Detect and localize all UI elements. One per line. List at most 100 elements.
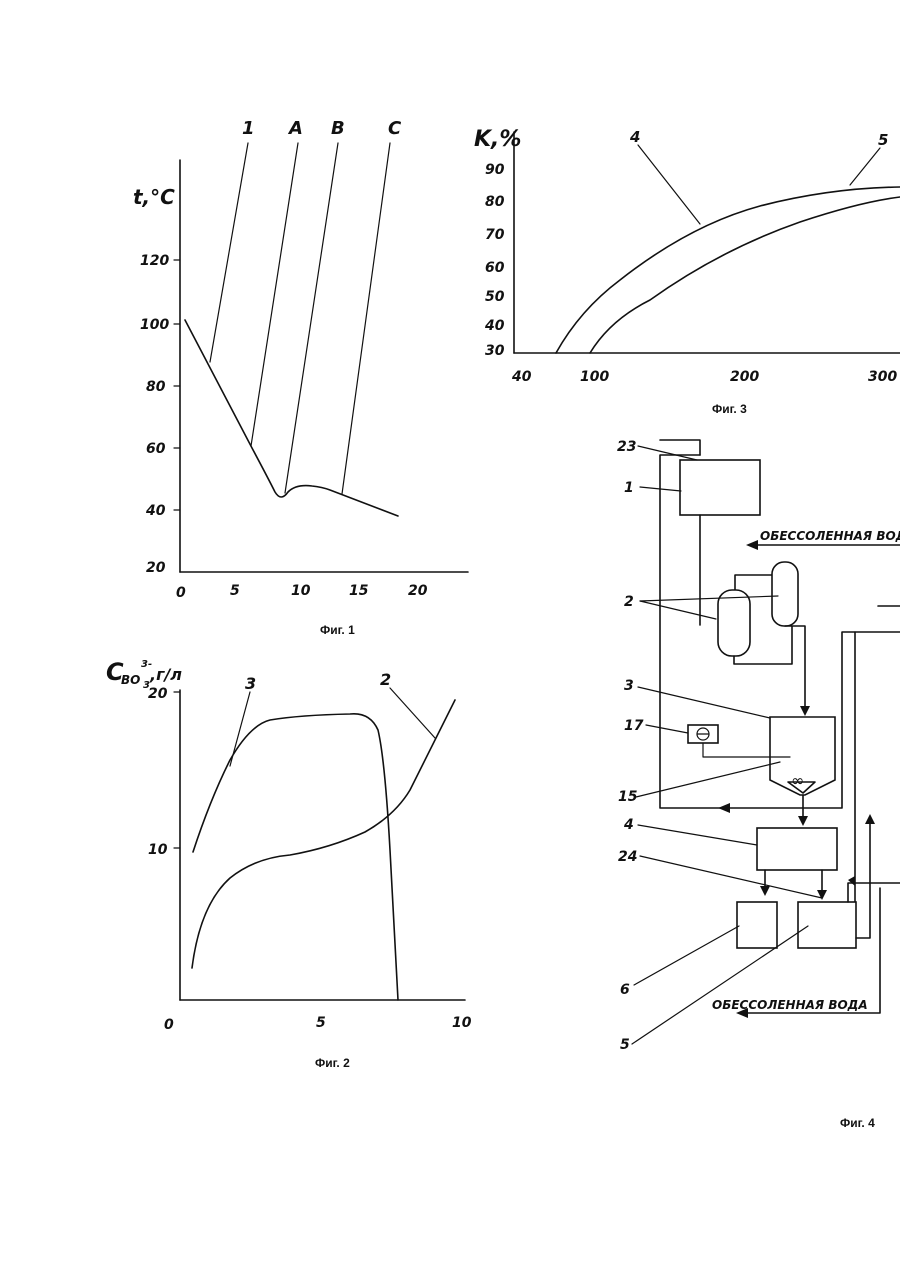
fig3-y-tick-label: 60 (485, 260, 505, 276)
fig4-leader-23 (638, 446, 697, 460)
fig4-arrow-left-to-5 (848, 876, 855, 886)
fig3-x-tick-label: 300 (868, 369, 897, 385)
fig3-curve-4 (556, 187, 900, 353)
fig4-water-label-bottom: ОБЕССОЛЕННАЯ ВОДА (712, 998, 868, 1012)
fig4-leader-5 (632, 926, 808, 1044)
fig4-callout-label: 6 (620, 982, 630, 998)
fig2-y-tick-label: 10 (148, 842, 168, 858)
fig3-x-tick-label: 100 (580, 369, 609, 385)
fig3-leader-4 (638, 145, 700, 224)
fig1-leader-A (251, 143, 298, 446)
fig4-callout-label: 4 (623, 817, 634, 833)
fig1-y-tick-label: 120 (140, 253, 169, 269)
fig3-caption: Фиг. 3 (712, 402, 747, 416)
fig3-y-tick-label: 40 (484, 318, 505, 334)
fig1-x-tick-label: 20 (408, 583, 428, 599)
fig2-x-tick-label: 5 (316, 1015, 326, 1031)
fig4-leader-6 (634, 926, 739, 985)
fig1-x-tick-label: 15 (349, 583, 369, 599)
fig2-curve-label: 2 (380, 670, 391, 689)
fig4-callout-label: 24 (618, 849, 637, 865)
fig3-y-tick-label: 80 (485, 194, 505, 210)
fig1-x-ticks: 0 5 10 15 20 (176, 583, 428, 601)
fig2-leader-3 (230, 692, 250, 766)
fig2-caption: Фиг. 2 (315, 1056, 350, 1070)
fig1-y-tick-label: 60 (146, 441, 166, 457)
fig1-caption: Фиг. 1 (320, 623, 355, 637)
fig3-curve-5 (590, 197, 900, 353)
fig2-x-tick-label: 10 (452, 1015, 472, 1031)
fig2-y-tick-label: 20 (148, 686, 168, 702)
fig3-curve-label: 5 (878, 131, 888, 149)
fig1-x-tick-label: 5 (230, 583, 240, 599)
fig1-y-axis-label: t,°C (133, 185, 175, 209)
fig1-leader-B (285, 143, 338, 493)
fig4-leader-4 (638, 825, 757, 845)
fig3-y-tick-label: 50 (485, 289, 505, 305)
fig1-temperature-curve (185, 320, 398, 516)
fig1-leader-C (342, 143, 390, 494)
fig1-curve-label: A (287, 118, 303, 139)
fig3-x-ticks: 40 100 200 300 (511, 369, 897, 385)
fig4-callout-label: 2 (624, 594, 634, 610)
fig4-line-5-up (856, 820, 870, 938)
fig1-x-tick-label: 0 (176, 585, 186, 601)
fig4-arrow-to-4 (798, 816, 808, 826)
figure-2: C BO 3 3- ,г/л 20 10 0 5 10 3 2 Фиг. 2 (106, 658, 472, 1070)
fig1-y-tick-label: 40 (145, 503, 166, 519)
figure-1: t,°C 120 100 80 60 40 20 0 5 10 15 20 1 … (133, 118, 468, 637)
fig3-curve-label: 4 (629, 128, 640, 146)
fig2-curve-label: 3 (245, 674, 256, 693)
fig4-unit-6 (737, 902, 777, 948)
fig4-arrow-to-6 (760, 886, 770, 896)
fig1-y-ticks: 120 100 80 60 40 20 (140, 253, 180, 576)
fig3-y-axis-label: K,% (474, 127, 521, 152)
fig3-y-tick-label: 30 (485, 343, 505, 359)
fig3-y-tick-label: 70 (485, 227, 505, 243)
fig4-callout-label: 3 (624, 678, 634, 694)
fig4-callout-label: 17 (624, 718, 644, 734)
fig4-caption: Фиг. 4 (840, 1116, 875, 1130)
fig4-callout-label: 1 (624, 480, 634, 496)
fig4-leader-15 (636, 762, 780, 797)
figure-3: K,% 90 80 70 60 50 40 30 40 100 200 300 … (474, 127, 900, 416)
fig4-unit-5 (798, 902, 856, 948)
fig4-leader-3 (638, 687, 770, 718)
fig1-y-tick-label: 20 (146, 560, 166, 576)
fig4-leader-17 (646, 725, 688, 733)
fig3-y-tick-label: 90 (485, 162, 505, 178)
fig3-x-tick-label: 200 (730, 369, 759, 385)
fig4-vessel-2b (772, 562, 798, 626)
fig2-y-axis-label: C BO 3 3- ,г/л (106, 658, 182, 691)
fig2-y-axis-label-unit: ,г/л (149, 665, 182, 684)
fig4-callout-label: 5 (620, 1037, 630, 1053)
fig1-curve-label: 1 (242, 118, 255, 139)
fig4-recycle-arrow (718, 803, 730, 813)
fig2-x-tick-label: 0 (164, 1017, 174, 1033)
fig1-y-tick-label: 80 (146, 379, 166, 395)
fig4-callout-label: 15 (618, 789, 638, 805)
fig1-curve-label: B (331, 118, 345, 139)
fig1-leader-1 (210, 143, 248, 362)
fig4-stirrer-icon: ∞ (791, 771, 804, 790)
fig4-arrow-up (865, 814, 875, 824)
figure-4: ∞ ОБЕССОЛЕННАЯ ВОДА ОБЕССОЛЕННАЯ ВОДА (617, 439, 900, 1130)
fig1-curve-label: C (388, 118, 402, 139)
fig4-leader-2a (640, 601, 716, 619)
fig4-callout-label: 23 (617, 439, 636, 455)
fig4-water-label-top: ОБЕССОЛЕННАЯ ВОДА (760, 529, 900, 543)
fig2-curve-2 (192, 700, 455, 968)
fig3-x-tick-label: 40 (511, 369, 532, 385)
fig4-arrow-to-reactor (800, 706, 810, 716)
fig1-y-tick-label: 100 (140, 317, 169, 333)
fig1-x-tick-label: 10 (291, 583, 311, 599)
fig4-line-2-to-3 (785, 626, 805, 710)
fig2-leader-2 (390, 688, 435, 738)
fig4-unit-1 (680, 460, 760, 515)
fig4-vessel-2a (718, 590, 750, 656)
fig2-curve-3 (193, 714, 398, 1000)
fig2-y-axis-label-subscript: BO (121, 673, 140, 687)
fig4-unit-4 (757, 828, 837, 870)
fig3-leader-5 (850, 148, 880, 185)
